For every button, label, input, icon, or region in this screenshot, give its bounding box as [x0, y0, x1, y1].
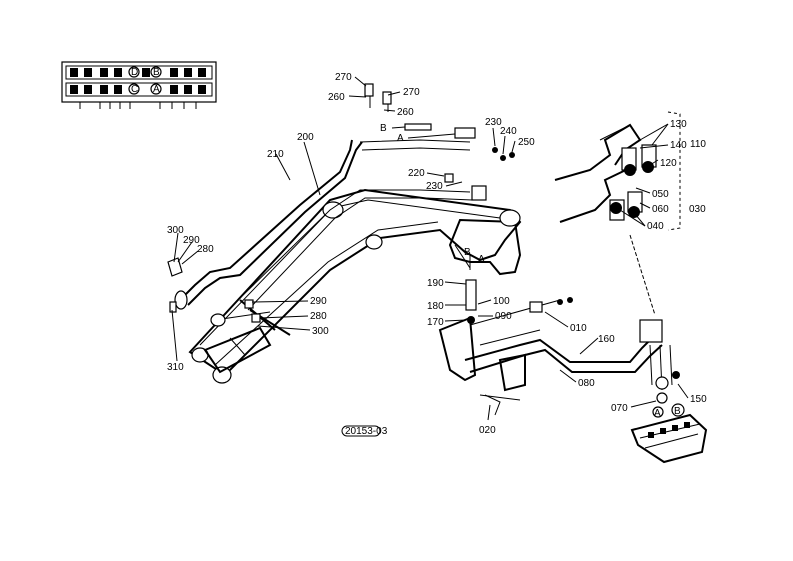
part-label: 270	[335, 72, 352, 83]
right-valve-set	[554, 111, 681, 316]
part-label: 230	[485, 117, 502, 128]
part-label: 050	[652, 189, 669, 200]
part-label: 260	[397, 107, 414, 118]
part-label: 140	[670, 140, 687, 151]
connector-a-mid: A	[478, 254, 485, 265]
part-labels: 270 270 260 260 230 240 250 220 230 200 …	[167, 72, 707, 436]
part-label: 290	[310, 296, 327, 307]
part-label: 270	[403, 87, 420, 98]
part-label: 300	[167, 225, 184, 236]
part-label: 020	[479, 425, 496, 436]
lower-port-a: A	[654, 408, 661, 419]
part-label: 080	[578, 378, 595, 389]
lower-pipes	[464, 319, 663, 373]
connector-letters: A B B A	[380, 123, 485, 265]
part-label: 170	[427, 317, 444, 328]
part-label: 040	[647, 221, 664, 232]
part-label: 230	[426, 181, 443, 192]
part-label: 160	[598, 334, 615, 345]
valve-port-a: A	[153, 84, 160, 95]
drawing-stamp: 20153-03	[341, 425, 388, 437]
part-label: 260	[328, 92, 345, 103]
part-label: 090	[495, 311, 512, 322]
swing-bracket	[438, 244, 573, 416]
part-label: 180	[427, 301, 444, 312]
arm-end-fittings	[167, 257, 261, 327]
part-label: 220	[408, 168, 425, 179]
part-label: 100	[493, 296, 510, 307]
part-label: 300	[312, 326, 329, 337]
part-label: 070	[611, 403, 628, 414]
part-label: 120	[660, 158, 677, 169]
connector-b-mid: B	[464, 247, 471, 258]
part-label: 150	[690, 394, 707, 405]
top-fittings	[364, 83, 515, 201]
callout-leaders	[171, 76, 689, 421]
part-label: 240	[500, 126, 517, 137]
stamp-code: 20153-03	[345, 426, 388, 437]
part-label: 130	[670, 119, 687, 130]
part-label: 310	[167, 362, 184, 373]
valve-port-c: C	[131, 84, 138, 95]
boom-assembly	[188, 188, 522, 384]
part-label: 200	[297, 132, 314, 143]
part-label: 010	[570, 323, 587, 334]
part-label: 060	[652, 204, 669, 215]
valve-port-b: B	[153, 67, 160, 78]
part-label: 030	[689, 204, 706, 215]
part-label: 290	[183, 235, 200, 246]
part-label: 280	[197, 244, 214, 255]
valve-port-d: D	[131, 67, 138, 78]
lower-valve-assembly: A B	[630, 344, 708, 464]
part-label: 280	[310, 311, 327, 322]
part-label: 110	[690, 139, 706, 150]
connector-a-top: A	[397, 133, 404, 144]
control-valve-block: D B C A	[61, 61, 217, 109]
lower-port-b: B	[674, 406, 681, 417]
connector-b-top: B	[380, 123, 387, 134]
part-label: 190	[427, 278, 444, 289]
part-label: 210	[267, 149, 284, 160]
part-label: 250	[518, 137, 535, 148]
